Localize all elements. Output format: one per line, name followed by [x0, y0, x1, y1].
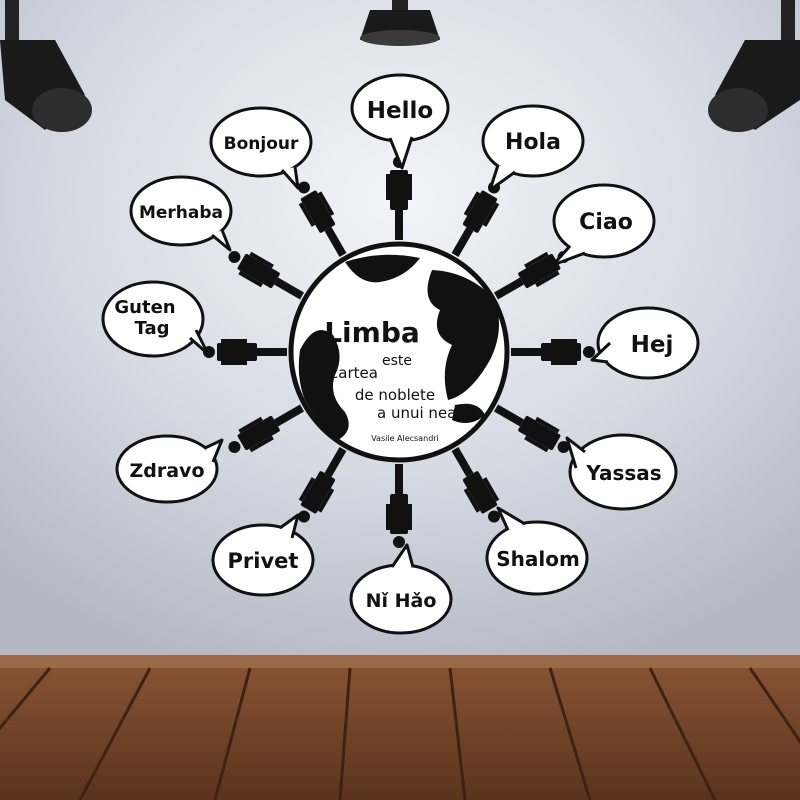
- person-figure-shalom: [451, 446, 500, 523]
- person-figure-merhaba: [228, 251, 305, 300]
- greeting-yassas: Yassas: [585, 461, 661, 485]
- spotlight-center: [360, 0, 440, 46]
- quote-line-1: este: [382, 353, 412, 369]
- bubble-privet: Privet: [211, 513, 315, 597]
- quote-line-3: de noblete: [355, 386, 435, 404]
- person-figure-yassas: [493, 404, 570, 453]
- continent-australia: [452, 403, 485, 424]
- quote-title: Limba: [324, 316, 420, 349]
- person-figure-hej: [511, 339, 595, 365]
- continent-greenland: [378, 257, 410, 271]
- bubble-zdravo: Zdravo: [115, 434, 224, 504]
- greeting-bonjour: Bonjour: [224, 134, 299, 154]
- greeting-hej: Hej: [631, 332, 674, 358]
- quote-author: Vasile Alecsandri: [371, 434, 439, 443]
- greeting-shalom: Shalom: [496, 547, 580, 571]
- bubble-ciao: Ciao: [551, 183, 656, 267]
- wooden-floor: [0, 655, 800, 800]
- bubble-merhaba: Merhaba: [129, 175, 233, 252]
- bubble-shalom: Shalom: [485, 506, 589, 596]
- spotlight-left: [0, 0, 92, 132]
- bubble-hello: Hello: [350, 73, 450, 170]
- person-figure-zdravo: [228, 404, 305, 453]
- person-figure-guten-tag: [203, 339, 287, 365]
- greeting-privet: Privet: [228, 549, 299, 573]
- bubble-yassas: Yassas: [565, 433, 678, 511]
- greeting-hola: Hola: [505, 130, 561, 155]
- quote-line-2: cartea: [330, 364, 378, 382]
- quote-line-4: a unui neam: [377, 404, 471, 422]
- bubble-ni-hao: Nǐ Hǎo: [349, 543, 453, 635]
- greeting-ciao: Ciao: [579, 210, 633, 235]
- person-figure-privet: [298, 446, 347, 523]
- person-figure-ni-hao: [386, 464, 412, 548]
- globe: [288, 241, 510, 463]
- greeting-hello: Hello: [367, 98, 433, 124]
- greeting-zdravo: Zdravo: [129, 460, 204, 482]
- continent-americas: [298, 330, 349, 440]
- speech-bubbles: Hello Hola Ciao Hej Yassas Shalom: [101, 73, 700, 635]
- spotlight-right: [708, 0, 800, 132]
- bubble-bonjour: Bonjour: [209, 106, 313, 190]
- quote-block: Limba este cartea de noblete a unui neam…: [324, 316, 471, 443]
- bubble-hola: Hola: [481, 104, 585, 192]
- continent-eurasia: [427, 270, 499, 400]
- greeting-ni-hao: Nǐ Hǎo: [366, 590, 437, 612]
- bubble-hej: Hej: [590, 306, 700, 380]
- person-figure-bonjour: [298, 181, 347, 258]
- greeting-merhaba: Merhaba: [139, 203, 223, 223]
